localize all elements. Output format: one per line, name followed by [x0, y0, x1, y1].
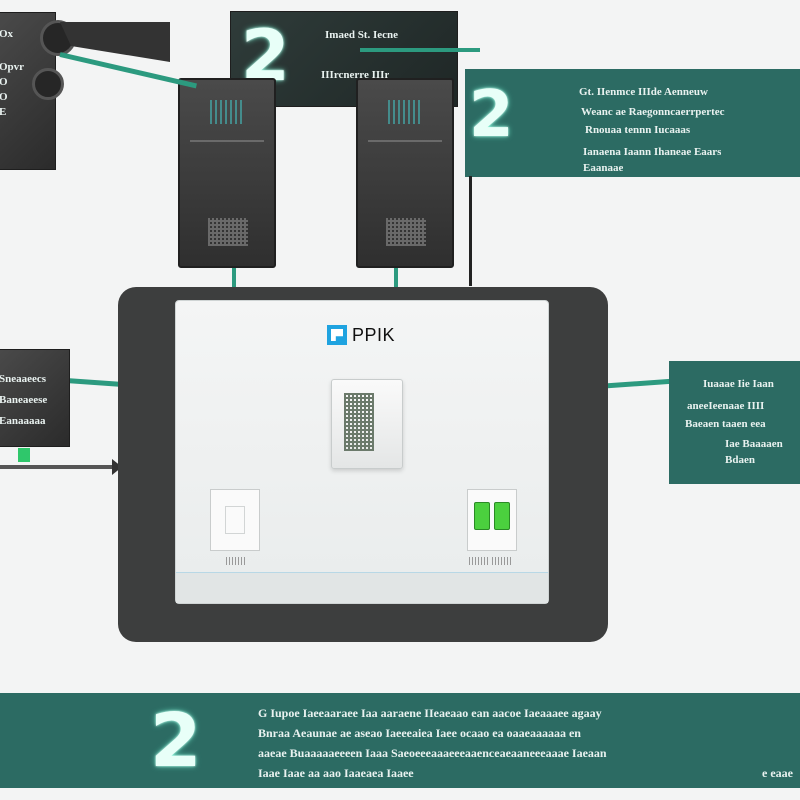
brand-logo-icon — [327, 325, 347, 345]
connector-line — [394, 268, 398, 300]
callout-line: Baneaeese — [0, 394, 48, 406]
console-base — [176, 572, 548, 603]
banner-line: aaeae Buaaaaaeeeen Iaaa Saeoeeeaaaeeeaae… — [258, 746, 607, 760]
vent-slot — [492, 557, 512, 565]
vent-grille — [208, 218, 248, 246]
callout-line: Opvr — [0, 61, 25, 73]
callout-line: O — [0, 76, 8, 88]
callout-line: Ox — [0, 28, 14, 40]
callout-line: Bdaen — [725, 454, 755, 466]
callout-line: Iae Baaaaen — [725, 438, 783, 450]
vent-slot — [226, 557, 246, 565]
sensor-mesh — [344, 393, 374, 451]
number-badge: 2 — [469, 78, 514, 152]
vent-grille — [386, 218, 426, 246]
callout-line: Iuaaae Iie Iaan — [703, 378, 774, 390]
number-badge: 2 — [150, 698, 202, 784]
cable-connector-icon — [32, 68, 64, 100]
banner-line: G Iupoe Iaeeaaraee Iaa aaraene IIeaeaao … — [258, 706, 602, 720]
connector-line — [59, 52, 197, 89]
display-grille — [388, 100, 422, 124]
wall-switch[interactable] — [210, 489, 260, 551]
connector-line — [360, 48, 480, 52]
display-grille — [210, 100, 244, 124]
brand-logo-text: PPIK — [352, 325, 396, 345]
callout-line: Weanc ae Raegonncaerrpertec — [581, 106, 725, 118]
green-indicator — [18, 448, 30, 462]
status-indicator-module — [467, 489, 517, 551]
callout-line: Eanaaaaa — [0, 415, 46, 427]
device-unit-left — [178, 78, 276, 268]
callout-line: O — [0, 91, 8, 103]
callout-line: Sneaaeecs — [0, 373, 47, 385]
connector-line — [232, 268, 236, 300]
sensor-module — [331, 379, 403, 469]
callout-line: Baeaen taaen eea — [685, 418, 766, 430]
top-right-callout: 2 Gt. IIenmce IIIde Aenneuw Weanc ae Rae… — [465, 69, 800, 177]
callout-line: E — [0, 106, 7, 118]
connector-line — [469, 176, 472, 286]
callout-line: Gt. IIenmce IIIde Aenneuw — [579, 86, 708, 98]
left-mid-callout: Sneaaeecs Baneaeese Eanaaaaa — [0, 349, 70, 447]
callout-line: Ianaena Iaann Ihaneae Eaars — [583, 146, 722, 158]
callout-line: Rnouaa tennn Iucaaas — [585, 124, 691, 136]
right-mid-callout: Iuaaae Iie Iaan aneeIeenaae IIII Baeaen … — [669, 361, 800, 484]
banner-line: Iaae Iaae aa aao Iaaeaea Iaaee — [258, 766, 414, 780]
vent-slot — [469, 557, 489, 565]
callout-line: aneeIeenaae IIII — [687, 400, 765, 412]
callout-line: Eaanaae — [583, 162, 624, 174]
console-panel: PPIK — [175, 300, 549, 604]
callout-line: Imaed St. Iecne — [325, 29, 399, 41]
banner-line: e eaae — [762, 766, 793, 780]
banner-line: Bnraa Aeaunae ae aseao Iaeeeaiea Iaee oc… — [258, 726, 581, 740]
status-led-icon — [474, 502, 490, 530]
status-led-icon — [494, 502, 510, 530]
device-unit-right — [356, 78, 454, 268]
bottom-banner: 2 G Iupoe Iaeeaaraee Iaa aaraene IIeaeaa… — [0, 693, 800, 788]
arrow-line — [0, 465, 116, 469]
arrow-head-icon — [112, 459, 122, 475]
